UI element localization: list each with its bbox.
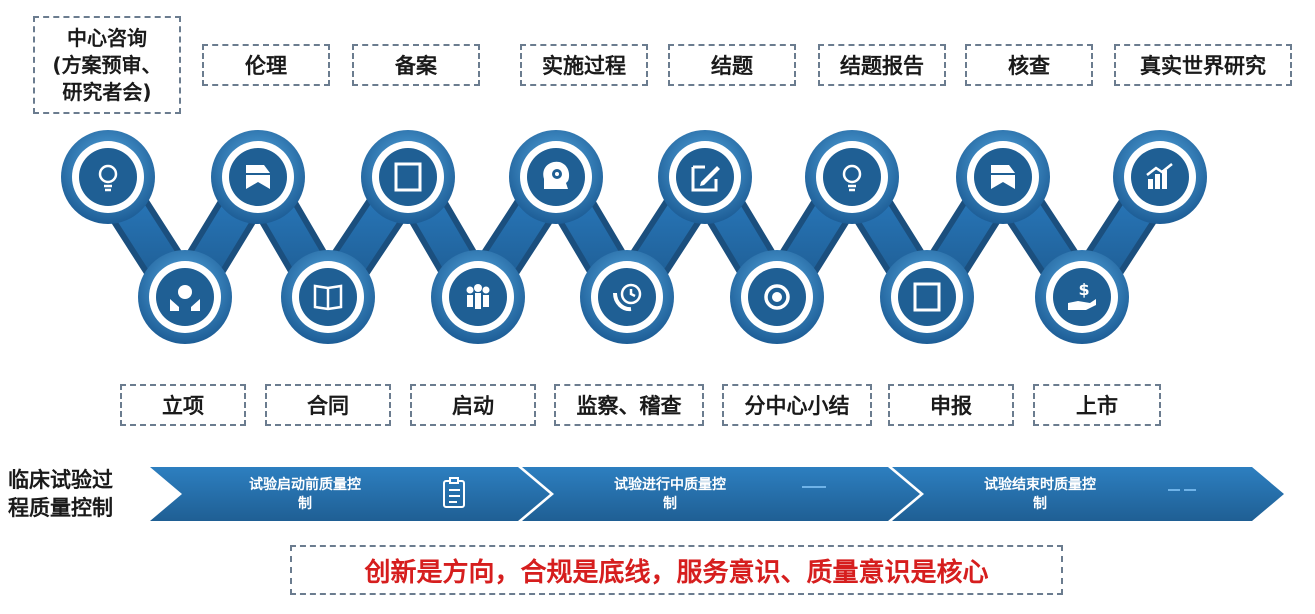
stage-label: 核查 (1008, 54, 1050, 78)
stage-box-monitoring: 监察、稽查 (554, 384, 704, 426)
node-top-5 (658, 130, 752, 224)
stage-label: 申报 (930, 394, 972, 418)
edit-icon (691, 165, 720, 192)
stage-label-line: 研究者会) (62, 79, 152, 104)
stage-box-submission: 申报 (888, 384, 1014, 426)
stage-label: 伦理 (245, 54, 287, 78)
stage-label-line: (方案预审、 (52, 52, 162, 77)
node-top-7 (956, 130, 1050, 224)
stage-box-closure-report: 结题报告 (818, 44, 946, 86)
stage-label: 实施过程 (542, 54, 626, 78)
stage-label: 分中心小结 (744, 394, 850, 418)
stage-label: 启动 (452, 394, 494, 418)
quality-arrow-3 (892, 467, 1284, 521)
stage-box-launch: 上市 (1033, 384, 1161, 426)
stage-label-line: 中心咨询 (67, 25, 147, 50)
stage-box-site-summary: 分中心小结 (722, 384, 872, 426)
checklist-icon (443, 477, 465, 508)
quality-label-line: 程质量控制 (8, 496, 113, 520)
stage-box-contract: 合同 (265, 384, 391, 426)
stage-label: 合同 (307, 394, 349, 418)
stage-label: 监察、稽查 (576, 394, 682, 418)
node-bottom-3 (431, 250, 525, 344)
stage-box-ethics: 伦理 (202, 44, 330, 86)
stage-box-implementation: 实施过程 (520, 44, 648, 86)
slogan-text: 创新是方向，合规是底线，服务意识、质量意识是核心 (364, 557, 989, 588)
stage-box-consult: 中心咨询 (方案预审、 研究者会) (33, 16, 181, 114)
node-top-3 (361, 130, 455, 224)
node-bottom-6 (880, 250, 974, 344)
node-bottom-4 (580, 250, 674, 344)
target-icon (764, 284, 790, 310)
quality-phase-line: 制 (1033, 496, 1047, 512)
slogan-box: 创新是方向，合规是底线，服务意识、质量意识是核心 (290, 545, 1063, 595)
quality-control-label: 临床试验过 程质量控制 (8, 466, 148, 522)
node-top-4 (509, 130, 603, 224)
stage-box-rwe: 真实世界研究 (1114, 44, 1292, 86)
quality-label-line: 临床试验过 (8, 468, 113, 492)
flag-icon (991, 165, 1015, 189)
stage-label: 备案 (395, 54, 437, 78)
book-icon (313, 284, 343, 311)
node-bottom-5 (730, 250, 824, 344)
quality-phase-line: 试验进行中质量控 (614, 477, 726, 493)
quality-phase-line: 试验结束时质量控 (984, 477, 1096, 493)
quality-phase-during: 试验进行中质量控 制 (580, 476, 760, 514)
quality-phase-after: 试验结束时质量控 制 (950, 476, 1130, 514)
stage-box-startup: 启动 (410, 384, 536, 426)
square-icon (913, 282, 941, 312)
chart-icon (1146, 163, 1173, 189)
hands-coin-icon (170, 285, 200, 311)
flag-icon (246, 165, 270, 189)
node-top-8 (1113, 130, 1207, 224)
gear-head-icon (543, 161, 570, 189)
node-top-1 (61, 130, 155, 224)
quality-phase-line: 制 (298, 496, 312, 512)
square-icon (394, 162, 422, 192)
stage-label: 上市 (1076, 394, 1118, 418)
quality-phase-line: 制 (663, 496, 677, 512)
quality-phase-line: 试验启动前质量控 (249, 477, 361, 493)
stage-label: 结题报告 (840, 54, 924, 78)
stage-box-closure: 结题 (668, 44, 796, 86)
lightbulb-icon (98, 164, 118, 192)
quality-phase-before: 试验启动前质量控 制 (215, 476, 395, 514)
stage-label: 结题 (711, 54, 753, 78)
phone-clock-icon (613, 283, 642, 312)
lightbulb-icon (842, 164, 862, 192)
stage-label: 真实世界研究 (1140, 54, 1266, 78)
node-bottom-2 (281, 250, 375, 344)
stage-box-filing: 备案 (352, 44, 480, 86)
stage-box-approval: 立项 (120, 384, 246, 426)
node-top-2 (211, 130, 305, 224)
node-top-6 (805, 130, 899, 224)
stage-box-verification: 核查 (965, 44, 1093, 86)
money-hand-icon: $ (1068, 280, 1096, 310)
node-bottom-7: $ (1035, 250, 1129, 344)
node-bottom-1 (138, 250, 232, 344)
stage-label: 立项 (162, 394, 204, 418)
quality-arrow-2 (522, 467, 920, 521)
team-icon (466, 284, 490, 309)
svg-text:$: $ (1078, 280, 1089, 299)
